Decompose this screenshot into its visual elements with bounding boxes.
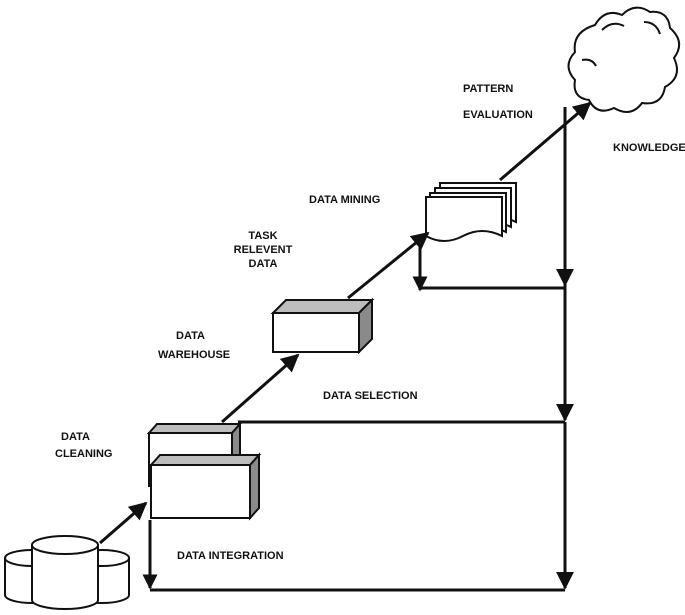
label-data-mining: DATA MINING	[309, 194, 381, 206]
data-warehouse-box	[270, 297, 375, 355]
data-cleaning-boxes	[146, 421, 262, 521]
label-data-line: DATA	[248, 258, 278, 270]
cleaning-box-front	[148, 452, 262, 521]
label-cleaning-line: CLEANING	[55, 448, 113, 460]
feedback-lines	[142, 107, 574, 592]
label-pattern-evaluation: PATTERN EVALUATION	[463, 82, 533, 122]
arrow-patterns-to-knowledge	[499, 101, 592, 182]
label-cleaning-data-line: DATA	[61, 431, 90, 443]
label-task-line: TASK	[248, 230, 278, 242]
label-data-selection: DATA SELECTION	[323, 390, 418, 402]
label-task-relevent-data: TASK RELEVENT DATA	[228, 229, 298, 271]
process-arrows	[99, 101, 592, 545]
arrow-db-to-cleaning	[99, 501, 148, 545]
patterns-documents	[425, 182, 517, 242]
database-cylinder-center	[31, 535, 99, 610]
arrow-warehouse-to-patterns	[347, 231, 430, 300]
database-cylinders	[4, 535, 130, 610]
label-pattern-line: PATTERN	[463, 83, 514, 95]
knowledge-cloud	[567, 6, 681, 113]
label-data-integration: DATA INTEGRATION	[177, 550, 284, 562]
label-knowledge: KNOWLEDGE	[613, 142, 685, 154]
arrow-cleaning-to-warehouse	[221, 353, 300, 424]
label-data-warehouse: DATA WAREHOUSE	[158, 329, 230, 362]
label-relevent-line: RELEVENT	[233, 244, 293, 256]
label-warehouse-data-line: DATA	[176, 330, 205, 342]
label-data-cleaning: DATA CLEANING	[55, 430, 112, 461]
label-evaluation-line: EVALUATION	[463, 109, 533, 121]
label-warehouse-line: WAREHOUSE	[158, 349, 231, 361]
